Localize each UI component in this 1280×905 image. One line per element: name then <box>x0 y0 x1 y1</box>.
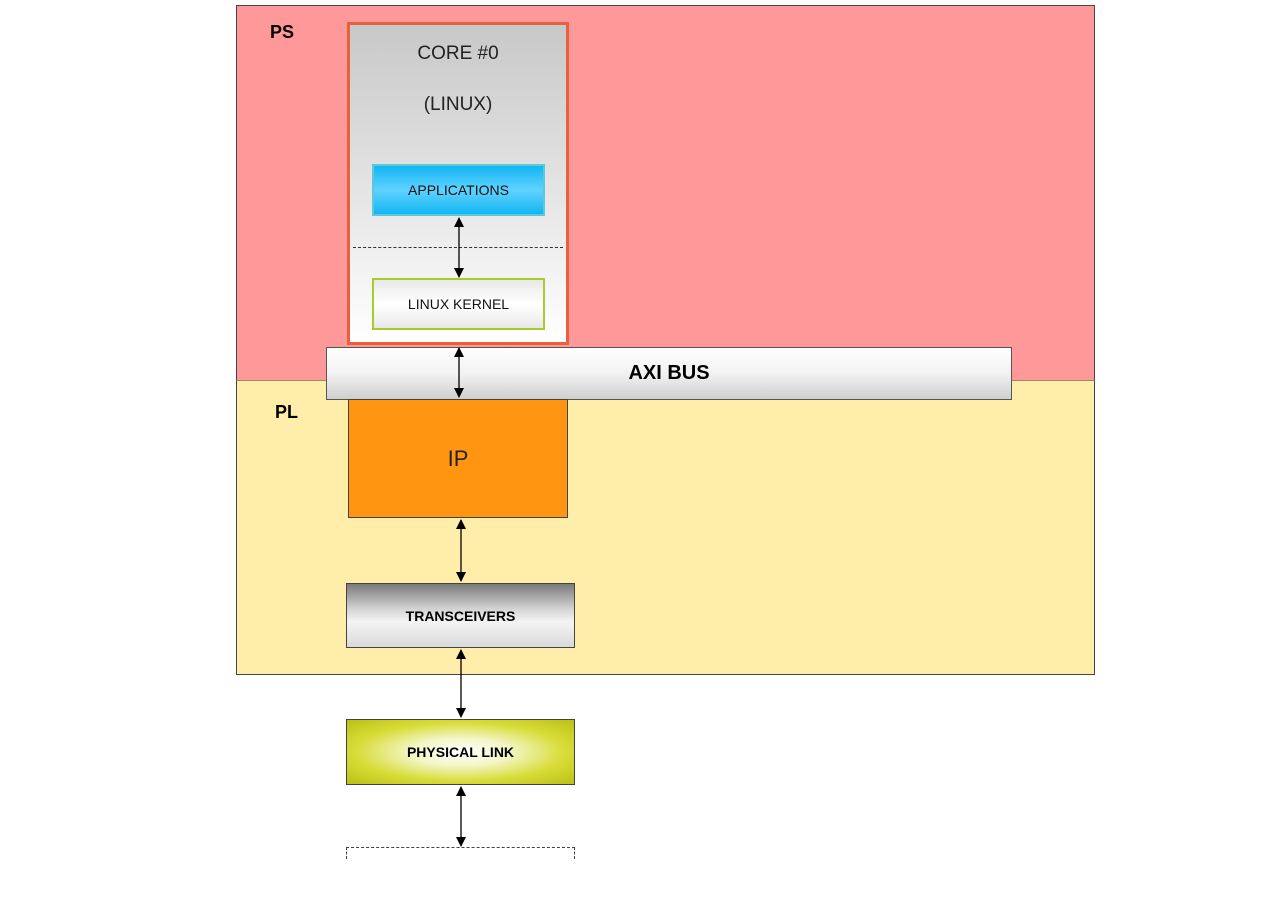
ip-label: IP <box>447 445 469 471</box>
ip-block: IP <box>348 399 568 518</box>
linux-kernel-label: LINUX KERNEL <box>407 296 510 312</box>
user-kernel-divider <box>353 247 563 248</box>
ps-label: PS <box>270 22 295 42</box>
applications-label: APPLICATIONS <box>408 182 509 198</box>
physical-link-block: PHYSICAL LINK <box>346 719 575 785</box>
linux-kernel-block: LINUX KERNEL <box>372 278 545 330</box>
axi-bus-label: AXI BUS <box>628 362 710 384</box>
transceivers-label: TRANSCEIVERS <box>405 607 516 624</box>
core-subtitle: (LINUX) <box>423 94 493 115</box>
core-title: CORE #0 <box>417 43 499 64</box>
external-block-stub <box>346 847 575 859</box>
physical-link-label: PHYSICAL LINK <box>406 744 515 760</box>
axi-bus-block: AXI BUS <box>326 347 1012 400</box>
pl-label: PL <box>275 402 299 422</box>
applications-block: APPLICATIONS <box>372 164 545 216</box>
transceivers-block: TRANSCEIVERS <box>346 583 575 648</box>
